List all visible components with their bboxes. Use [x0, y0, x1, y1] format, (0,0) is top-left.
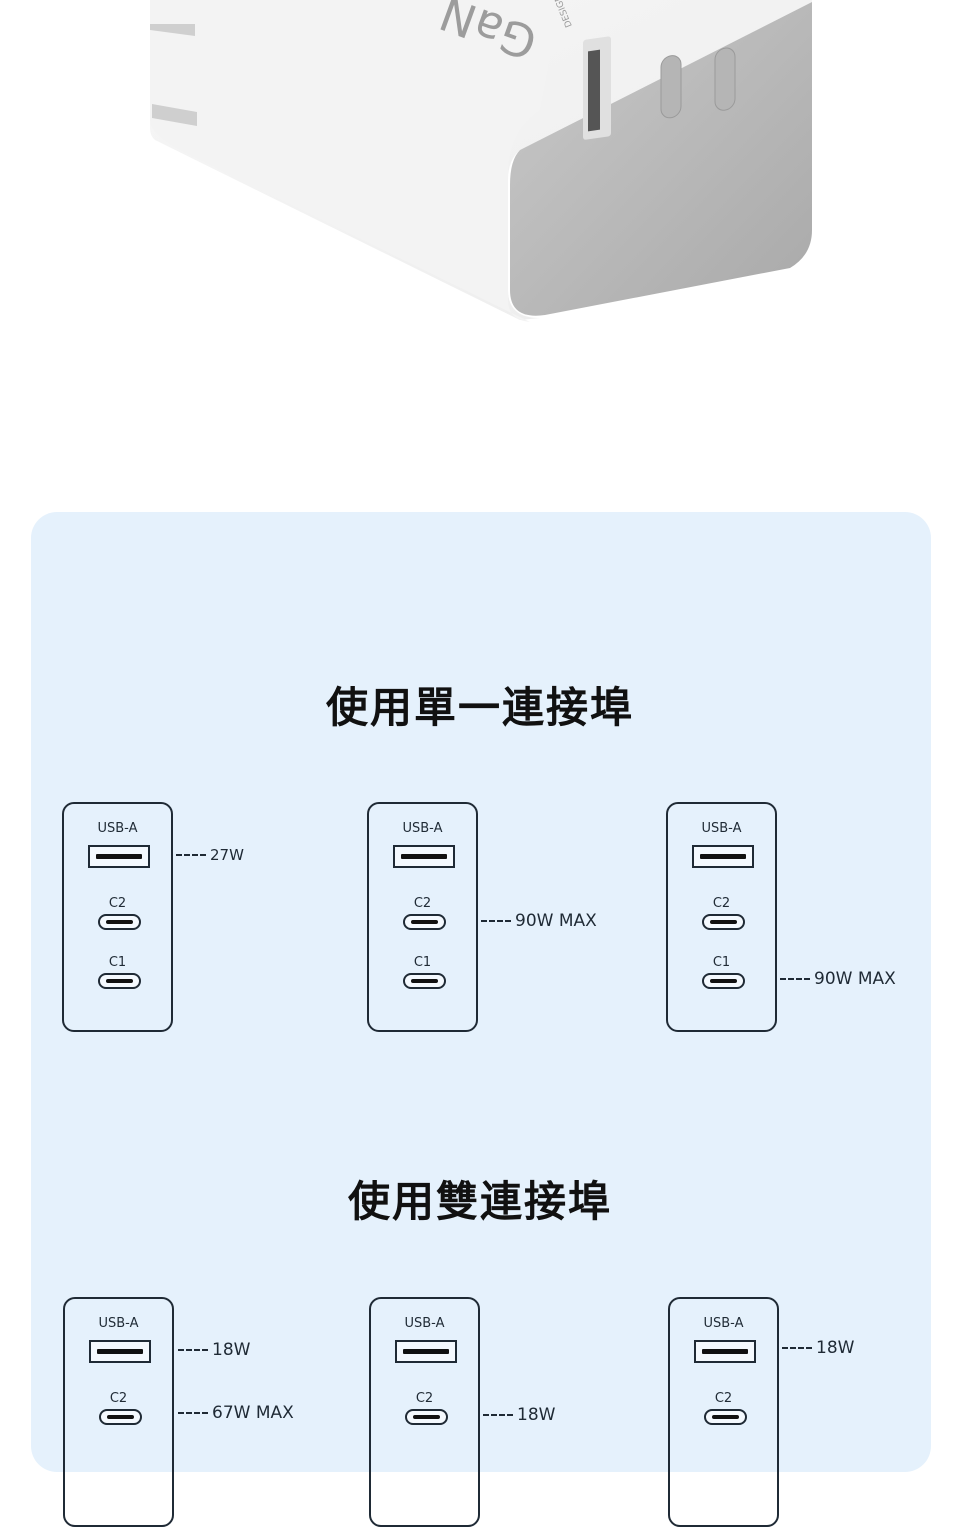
usb-a-port-icon — [393, 845, 455, 868]
power-callout: 18W — [178, 1340, 250, 1360]
power-callout: 18W — [782, 1338, 854, 1358]
usb-a-port-icon — [692, 845, 754, 868]
port-label-c2: C2 — [109, 1391, 128, 1406]
wattage-value: 90W MAX — [814, 969, 896, 989]
wattage-value: 18W — [816, 1338, 855, 1358]
power-callout: 90W MAX — [780, 969, 896, 989]
port-label-c2: C2 — [712, 896, 731, 911]
usb-c-port-icon — [405, 1409, 448, 1425]
power-callout: 90W MAX — [481, 911, 597, 931]
power-callout: 67W MAX — [178, 1403, 294, 1423]
usb-c-port-icon — [704, 1409, 747, 1425]
usb-c-port-icon — [403, 914, 446, 930]
port-label-usb-a: USB-A — [97, 821, 138, 836]
dashed-connector — [178, 1412, 208, 1414]
usb-a-port-icon — [395, 1340, 457, 1363]
usb-c1-port-photo — [714, 47, 736, 111]
usb-a-port-icon — [88, 845, 150, 868]
charger-diagram-single-usb-a: USB-A C2 C1 — [62, 802, 173, 1032]
dashed-connector — [481, 920, 511, 922]
port-label-c2: C2 — [415, 1391, 434, 1406]
port-label-c2: C2 — [108, 896, 127, 911]
usb-c-port-icon — [98, 914, 141, 930]
port-label-c2: C2 — [714, 1391, 733, 1406]
usb-c-port-icon — [403, 973, 446, 989]
product-image-charger: GaN DESIGNED — [0, 0, 960, 400]
port-label-c1: C1 — [712, 955, 731, 970]
usb-c-port-icon — [702, 914, 745, 930]
charger-diagram-dual-a-c2: USB-A C2 — [63, 1297, 174, 1527]
wattage-value: 90W MAX — [515, 911, 597, 931]
usb-c-port-icon — [98, 973, 141, 989]
port-label-c1: C1 — [413, 955, 432, 970]
wattage-value: 27W — [210, 846, 244, 864]
port-label-usb-a: USB-A — [701, 821, 742, 836]
power-distribution-panel — [31, 512, 931, 1472]
wattage-value: 18W — [212, 1340, 251, 1360]
section-title-single-port: 使用單一連接埠 — [325, 683, 634, 732]
port-label-usb-a: USB-A — [404, 1316, 445, 1331]
usb-c2-port-photo — [660, 55, 682, 119]
port-label-c2: C2 — [413, 896, 432, 911]
usb-c-port-icon — [702, 973, 745, 989]
dashed-connector — [782, 1347, 812, 1349]
usb-a-port-icon — [694, 1340, 756, 1363]
power-callout: 18W — [483, 1405, 555, 1425]
power-callout: 27W — [176, 845, 244, 865]
port-label-c1: C1 — [108, 955, 127, 970]
port-label-usb-a: USB-A — [98, 1316, 139, 1331]
charger-diagram-dual-a: USB-A C2 — [668, 1297, 779, 1527]
usb-a-port-icon — [89, 1340, 151, 1363]
wattage-value: 18W — [517, 1405, 556, 1425]
dashed-connector — [780, 978, 810, 980]
charger-diagram-single-c2: USB-A C2 C1 — [367, 802, 478, 1032]
usb-c-port-icon — [99, 1409, 142, 1425]
dashed-connector — [176, 854, 206, 856]
section-title-dual-port: 使用雙連接埠 — [347, 1177, 612, 1226]
charger-diagram-single-c1: USB-A C2 C1 — [666, 802, 777, 1032]
dashed-connector — [483, 1414, 513, 1416]
charger-diagram-dual-c2: USB-A C2 — [369, 1297, 480, 1527]
port-label-usb-a: USB-A — [703, 1316, 744, 1331]
charger-illustration: GaN DESIGNED — [150, 0, 812, 322]
port-label-usb-a: USB-A — [402, 821, 443, 836]
dashed-connector — [178, 1349, 208, 1351]
wattage-value: 67W MAX — [212, 1403, 294, 1423]
